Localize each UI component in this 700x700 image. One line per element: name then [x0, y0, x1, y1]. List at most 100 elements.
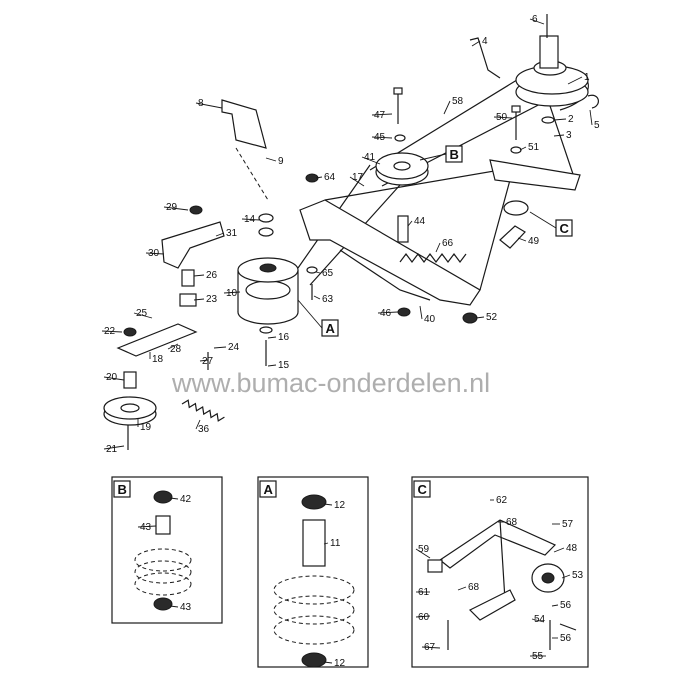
callout-40-leader — [419, 305, 423, 320]
callout-58-leader — [443, 100, 451, 115]
callout-31-leader — [215, 232, 225, 237]
callout-25: 25 — [136, 308, 148, 319]
inset-b-callout-43-1-leader — [137, 525, 157, 528]
inset-a-pulley — [273, 494, 355, 668]
inset-c-callout-53-5: 53 — [572, 570, 584, 581]
callout-14: 14 — [244, 214, 256, 225]
callout-5: 5 — [594, 120, 600, 131]
inset-b-callout-43-2: 43 — [180, 602, 192, 613]
assembly-line — [235, 147, 269, 201]
callout-21: 21 — [106, 444, 118, 455]
callout-23-leader — [193, 298, 205, 301]
inset-b-callout-43-2-leader — [169, 605, 179, 608]
callout-1: 1 — [584, 72, 590, 83]
callout-66: 66 — [442, 238, 454, 249]
inset-c-callout-60-8-leader — [415, 615, 431, 618]
callout-2: 2 — [568, 114, 574, 125]
callout-45-leader — [371, 136, 393, 139]
callout-16-leader — [267, 336, 277, 339]
callout-22-leader — [101, 330, 123, 333]
callout-6: 6 — [532, 14, 538, 25]
inset-c-callout-54-10-leader — [531, 618, 545, 623]
inset-c-callout-55-13: 55 — [532, 651, 544, 662]
callout-8-leader — [195, 102, 223, 109]
callout-64: 64 — [324, 172, 336, 183]
callout-9-leader — [265, 157, 277, 162]
callout-46: 46 — [380, 308, 392, 319]
inset-c-idler-assembly — [427, 519, 577, 650]
callout-15: 15 — [278, 360, 290, 371]
callout-51-leader — [519, 146, 527, 151]
callout-17-leader — [349, 176, 365, 187]
idler-arm — [489, 159, 581, 249]
inset-a-callout-12-0: 12 — [334, 500, 346, 511]
callout-65: 65 — [322, 268, 334, 279]
callout-3-leader — [553, 134, 565, 137]
inset-b-frame — [111, 476, 223, 624]
callout-24-leader — [213, 346, 227, 349]
tag-a-inset: A — [264, 482, 274, 497]
callout-2-leader — [553, 118, 567, 121]
callout-52-leader — [475, 316, 485, 319]
nuts-washers — [123, 116, 555, 337]
bushing — [181, 269, 195, 287]
callout-15-leader — [267, 364, 277, 367]
callout-29: 29 — [166, 202, 178, 213]
clip — [587, 94, 599, 109]
tag-leader-0 — [297, 299, 323, 329]
callout-22: 22 — [104, 326, 116, 337]
callout-49: 49 — [528, 236, 540, 247]
callout-25-leader — [133, 312, 153, 319]
callout-64-leader — [315, 176, 323, 179]
inset-c-callout-68-1: 68 — [506, 517, 518, 528]
inset-c-callout-60-8: 60 — [418, 612, 430, 623]
shift-rod — [469, 37, 501, 79]
bracket — [221, 99, 267, 149]
tag-a-main: A — [326, 321, 336, 336]
inset-c-callout-48-4-leader — [553, 547, 565, 553]
tag-a-inset-box — [259, 480, 277, 498]
inset-c-callout-56-9: 56 — [560, 600, 572, 611]
callout-36-leader — [195, 419, 201, 430]
callout-26: 26 — [206, 270, 218, 281]
callout-16: 16 — [278, 332, 290, 343]
tag-leader-1 — [419, 153, 447, 161]
inset-c-callout-56-9-leader — [551, 604, 559, 607]
inset-a-callout-12-2: 12 — [334, 658, 346, 669]
spacer — [397, 215, 409, 243]
callout-28-leader — [167, 343, 179, 350]
callout-4-leader — [471, 40, 481, 47]
bolts — [127, 87, 521, 450]
tag-c-inset: C — [418, 482, 428, 497]
inset-c-callout-68-7: 68 — [468, 582, 480, 593]
lower-idler-pulley — [103, 396, 157, 426]
inset-c-callout-62-0: 62 — [496, 495, 508, 506]
callout-9: 9 — [278, 156, 284, 167]
belt-guide — [161, 221, 225, 269]
callout-50-leader — [493, 116, 513, 119]
inset-b-callout-43-1: 43 — [140, 522, 152, 533]
callout-27-leader — [199, 359, 209, 362]
inset-c-callout-56-11: 56 — [560, 633, 572, 644]
callout-51: 51 — [528, 142, 540, 153]
inset-c-callout-57-2: 57 — [562, 519, 574, 530]
callout-4: 4 — [482, 36, 488, 47]
watermark: www.bumac-onderdelen.nl — [171, 368, 490, 398]
inset-c-callout-48-4: 48 — [566, 543, 578, 554]
inset-c-callout-67-12: 67 — [424, 642, 436, 653]
inset-c-callout-61-6: 61 — [418, 587, 430, 598]
inset-a-callout-12-0-leader — [323, 503, 333, 506]
callout-45: 45 — [374, 132, 386, 143]
callout-24: 24 — [228, 342, 240, 353]
callout-8: 8 — [198, 98, 204, 109]
callout-21-leader — [103, 445, 125, 450]
inset-b-pulley — [134, 490, 192, 611]
idler-plate — [116, 323, 198, 357]
inset-c-callout-68-7-leader — [457, 586, 467, 591]
flat-idler-pulley — [375, 152, 429, 186]
callout-65-leader — [315, 271, 321, 274]
inset-c-callout-59-3-leader — [415, 548, 431, 559]
callout-28: 28 — [170, 344, 182, 355]
